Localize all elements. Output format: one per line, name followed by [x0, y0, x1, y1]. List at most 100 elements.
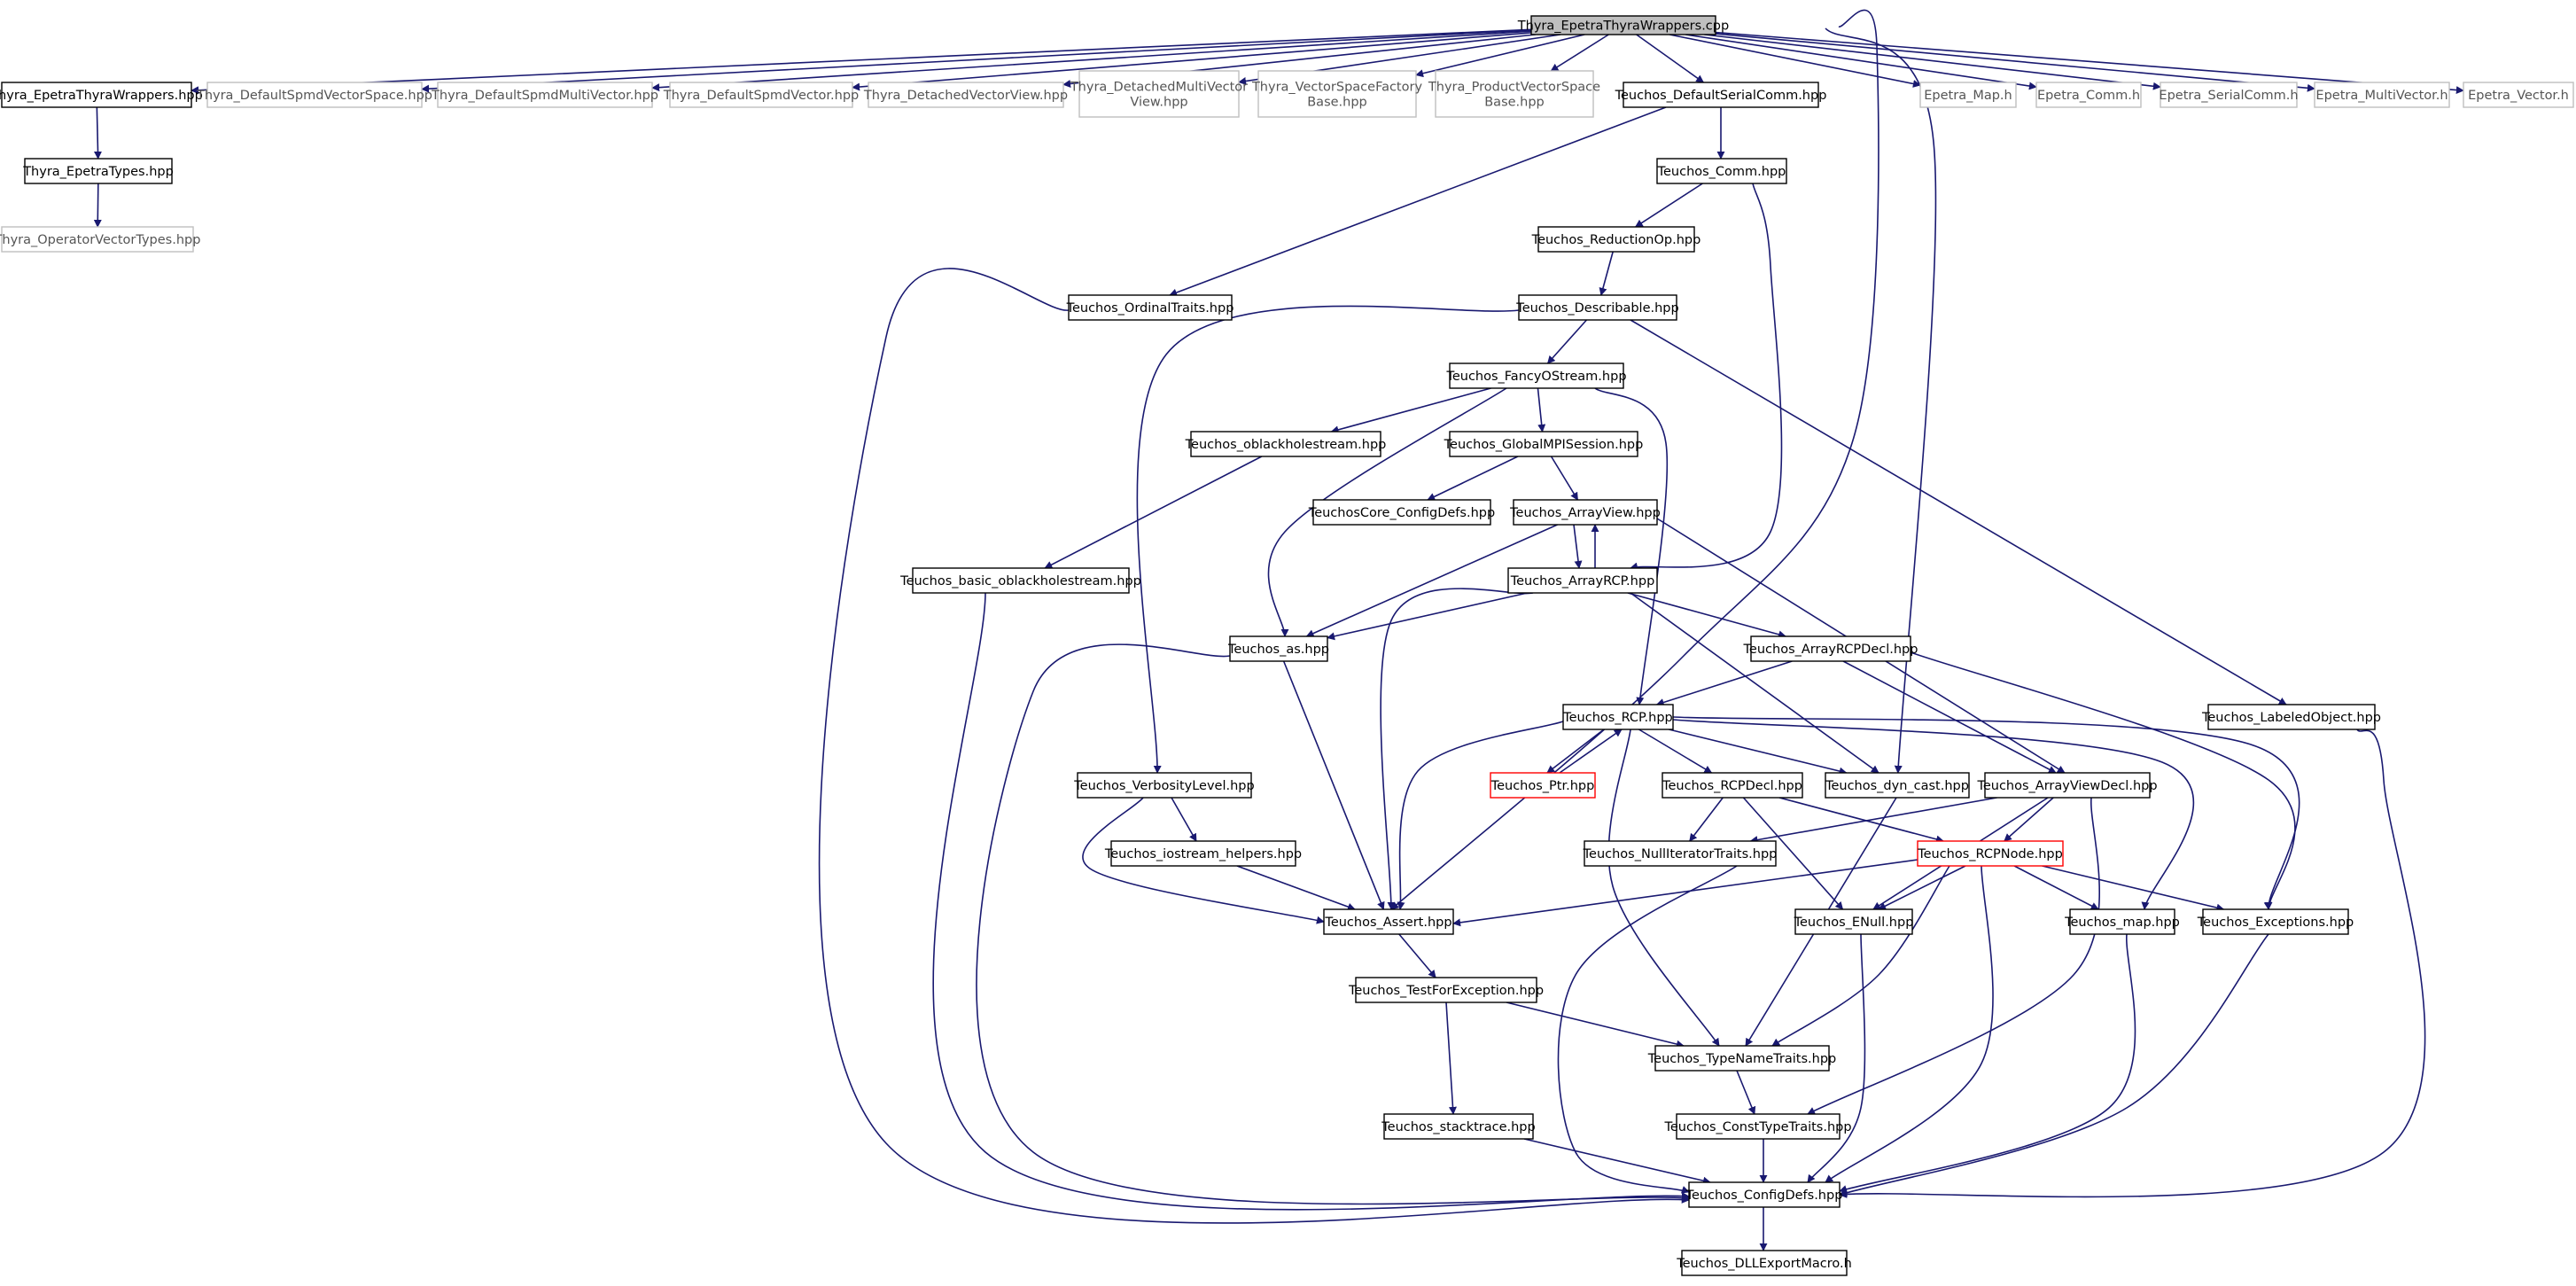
node-box [1507, 567, 1658, 594]
node-label: Teuchos_RCP.hpp [1562, 711, 1673, 725]
node-n_ot[interactable]: Teuchos_OrdinalTraits.hpp [1066, 294, 1234, 321]
node-n_tccd[interactable]: TeuchosCore_ConfigDefs.hpp [1308, 499, 1495, 526]
edge-n_arcpd-to-n_exc [1910, 651, 2296, 910]
node-n_ptr[interactable]: Teuchos_Ptr.hpp [1490, 772, 1596, 799]
node-n_lo[interactable]: Teuchos_LabeledObject.hpp [2201, 704, 2381, 730]
edge-n_exc-to-n_cd [1839, 933, 2269, 1196]
node-n_vl[interactable]: Teuchos_VerbosityLevel.hpp [1073, 772, 1255, 799]
node-n_assert[interactable]: Teuchos_Assert.hpp [1323, 908, 1454, 935]
node-box [868, 82, 1064, 108]
node-n_cd[interactable]: Teuchos_ConfigDefs.hpp [1685, 1181, 1843, 1208]
node-n_obh[interactable]: Teuchos_oblackholestream.hpp [1185, 431, 1387, 457]
node-box [1623, 82, 1819, 108]
edge-root-to-n_assert [1390, 9, 1879, 910]
edge-n_rcpn-to-n_map [2013, 865, 2099, 910]
node-box [1654, 1045, 1830, 1072]
node-n_arcpd[interactable]: Teuchos_ArrayRCPDecl.hpp [1743, 635, 1918, 662]
node-label: Teuchos_ENull.hpp [1794, 916, 1914, 930]
node-box [1490, 772, 1596, 799]
edge-layer [93, 9, 2464, 1251]
edge-root-to-n_pvsb [1550, 34, 1609, 72]
node-n_bobh[interactable]: Teuchos_basic_oblackholestream.hpp [899, 567, 1141, 594]
node-n_ovt[interactable]: Thyra_OperatorVectorTypes.hpp [0, 226, 200, 253]
node-n_dsv[interactable]: Thyra_DefaultSpmdVector.hpp [663, 82, 860, 108]
node-n_dsvs[interactable]: Thyra_DefaultSpmdVectorSpace.hpp [196, 82, 432, 108]
node-n_rop[interactable]: Teuchos_ReductionOp.hpp [1531, 226, 1701, 253]
node-n_st[interactable]: Teuchos_stacktrace.hpp [1381, 1113, 1536, 1140]
node-box [1190, 431, 1381, 457]
edge-n_avd-to-n_ctt [1807, 797, 2101, 1115]
node-n_ecomm[interactable]: Epetra_Comm.h [2035, 82, 2142, 108]
edge-n_arcp-to-n_assert [1380, 588, 1534, 910]
node-n_fos[interactable]: Teuchos_FancyOStream.hpp [1445, 362, 1627, 389]
node-n_tnt[interactable]: Teuchos_TypeNameTraits.hpp [1647, 1045, 1836, 1072]
node-n_tfe[interactable]: Teuchos_TestForException.hpp [1348, 977, 1544, 1003]
node-label: Teuchos_ArrayView.hpp [1509, 506, 1661, 520]
node-label: Teuchos_VerbosityLevel.hpp [1073, 779, 1254, 793]
edge-n_comm-to-n_rop [1634, 183, 1703, 228]
node-n_avd[interactable]: Teuchos_ArrayViewDecl.hpp [1976, 772, 2158, 799]
edge-n_arcp-to-n_as [1327, 592, 1528, 641]
node-label: Thyra_EpetraThyraWrappers.hpp [0, 89, 203, 103]
node-n_rcpd[interactable]: Teuchos_RCPDecl.hpp [1662, 772, 1803, 799]
node-n_as[interactable]: Teuchos_as.hpp [1227, 635, 1329, 662]
node-box [437, 82, 653, 108]
node-n_emap[interactable]: Epetra_Map.h [1919, 82, 2017, 108]
node-n_map[interactable]: Teuchos_map.hpp [2064, 908, 2180, 935]
node-n_escomm[interactable]: Epetra_SerialComm.h [2159, 82, 2299, 108]
edge-n_fos-to-n_as [1267, 387, 1507, 637]
edge-n_st-to-n_cd [1523, 1138, 1711, 1185]
node-n_dc[interactable]: Teuchos_dyn_cast.hpp [1825, 772, 1970, 799]
node-box [1435, 70, 1594, 118]
node-n_gmpi[interactable]: Teuchos_GlobalMPISession.hpp [1444, 431, 1644, 457]
node-label: Teuchos_iostream_helpers.hpp [1104, 847, 1302, 861]
node-box [1750, 635, 1911, 662]
edge-n_ptr-to-n_rcp [1559, 729, 1623, 774]
node-n_rcpn[interactable]: Teuchos_RCPNode.hpp [1917, 840, 2064, 867]
node-n_ctt[interactable]: Teuchos_ConstTypeTraits.hpp [1663, 1113, 1852, 1140]
edge-n_assert-to-n_tfe [1398, 933, 1436, 978]
node-label: Teuchos_RCPNode.hpp [1917, 847, 2063, 861]
node-n_arcp[interactable]: Teuchos_ArrayRCP.hpp [1507, 567, 1658, 594]
node-box [1688, 1181, 1841, 1208]
node-box [1562, 704, 1674, 730]
node-label: Teuchos_DefaultSerialComm.hpp [1615, 89, 1827, 103]
node-label: Teuchos_ReductionOp.hpp [1531, 233, 1701, 247]
edge-n_dsc-to-n_ot [1169, 106, 1667, 297]
node-n_dll[interactable]: Teuchos_DLLExportMacro.h [1676, 1250, 1852, 1276]
edge-n_rcpn-to-n_enull [1878, 865, 1966, 910]
node-label: Base.hpp [1307, 96, 1367, 110]
node-n_nit[interactable]: Teuchos_NullIteratorTraits.hpp [1583, 840, 1778, 867]
edge-n_et-to-n_ovt [93, 183, 102, 228]
edge-n_enull-to-n_cd [1807, 933, 1866, 1183]
node-n_etw[interactable]: Thyra_EpetraThyraWrappers.hpp [0, 82, 203, 108]
node-n_rcp[interactable]: Teuchos_RCP.hpp [1562, 704, 1674, 730]
node-n_evec[interactable]: Epetra_Vector.h [2463, 82, 2574, 108]
node-label: TeuchosCore_ConfigDefs.hpp [1308, 506, 1495, 520]
node-n_exc[interactable]: Teuchos_Exceptions.hpp [2197, 908, 2354, 935]
edge-n_avd-to-n_nit [1749, 797, 1997, 845]
node-n_et[interactable]: Thyra_EpetraTypes.hpp [22, 158, 174, 184]
node-n_dvv[interactable]: Thyra_DetachedVectorView.hpp [863, 82, 1068, 108]
node-n_ioh[interactable]: Teuchos_iostream_helpers.hpp [1104, 840, 1302, 867]
edge-root-to-n_vsfb [1415, 34, 1585, 78]
node-n_dsmv[interactable]: Thyra_DefaultSpmdMultiVector.hpp [431, 82, 658, 108]
node-n_av[interactable]: Teuchos_ArrayView.hpp [1509, 499, 1661, 526]
node-label: Thyra_VectorSpaceFactory [1251, 81, 1423, 95]
edge-n_gmpi-to-n_tccd [1427, 456, 1519, 501]
node-box [1068, 294, 1233, 321]
node-label: Teuchos_map.hpp [2064, 916, 2180, 930]
node-n_comm[interactable]: Teuchos_Comm.hpp [1656, 158, 1787, 184]
node-label: Teuchos_ArrayRCPDecl.hpp [1743, 643, 1918, 657]
node-n_enull[interactable]: Teuchos_ENull.hpp [1794, 908, 1914, 935]
node-n_desc[interactable]: Teuchos_Describable.hpp [1515, 294, 1679, 321]
edge-n_rcpn-to-n_exc [2042, 865, 2225, 912]
node-label: Thyra_DetachedVectorView.hpp [863, 89, 1068, 103]
edge-n_gmpi-to-n_av [1550, 456, 1579, 501]
node-n_dsc[interactable]: Teuchos_DefaultSerialComm.hpp [1615, 82, 1827, 108]
node-n_emv[interactable]: Epetra_MultiVector.h [2314, 82, 2450, 108]
